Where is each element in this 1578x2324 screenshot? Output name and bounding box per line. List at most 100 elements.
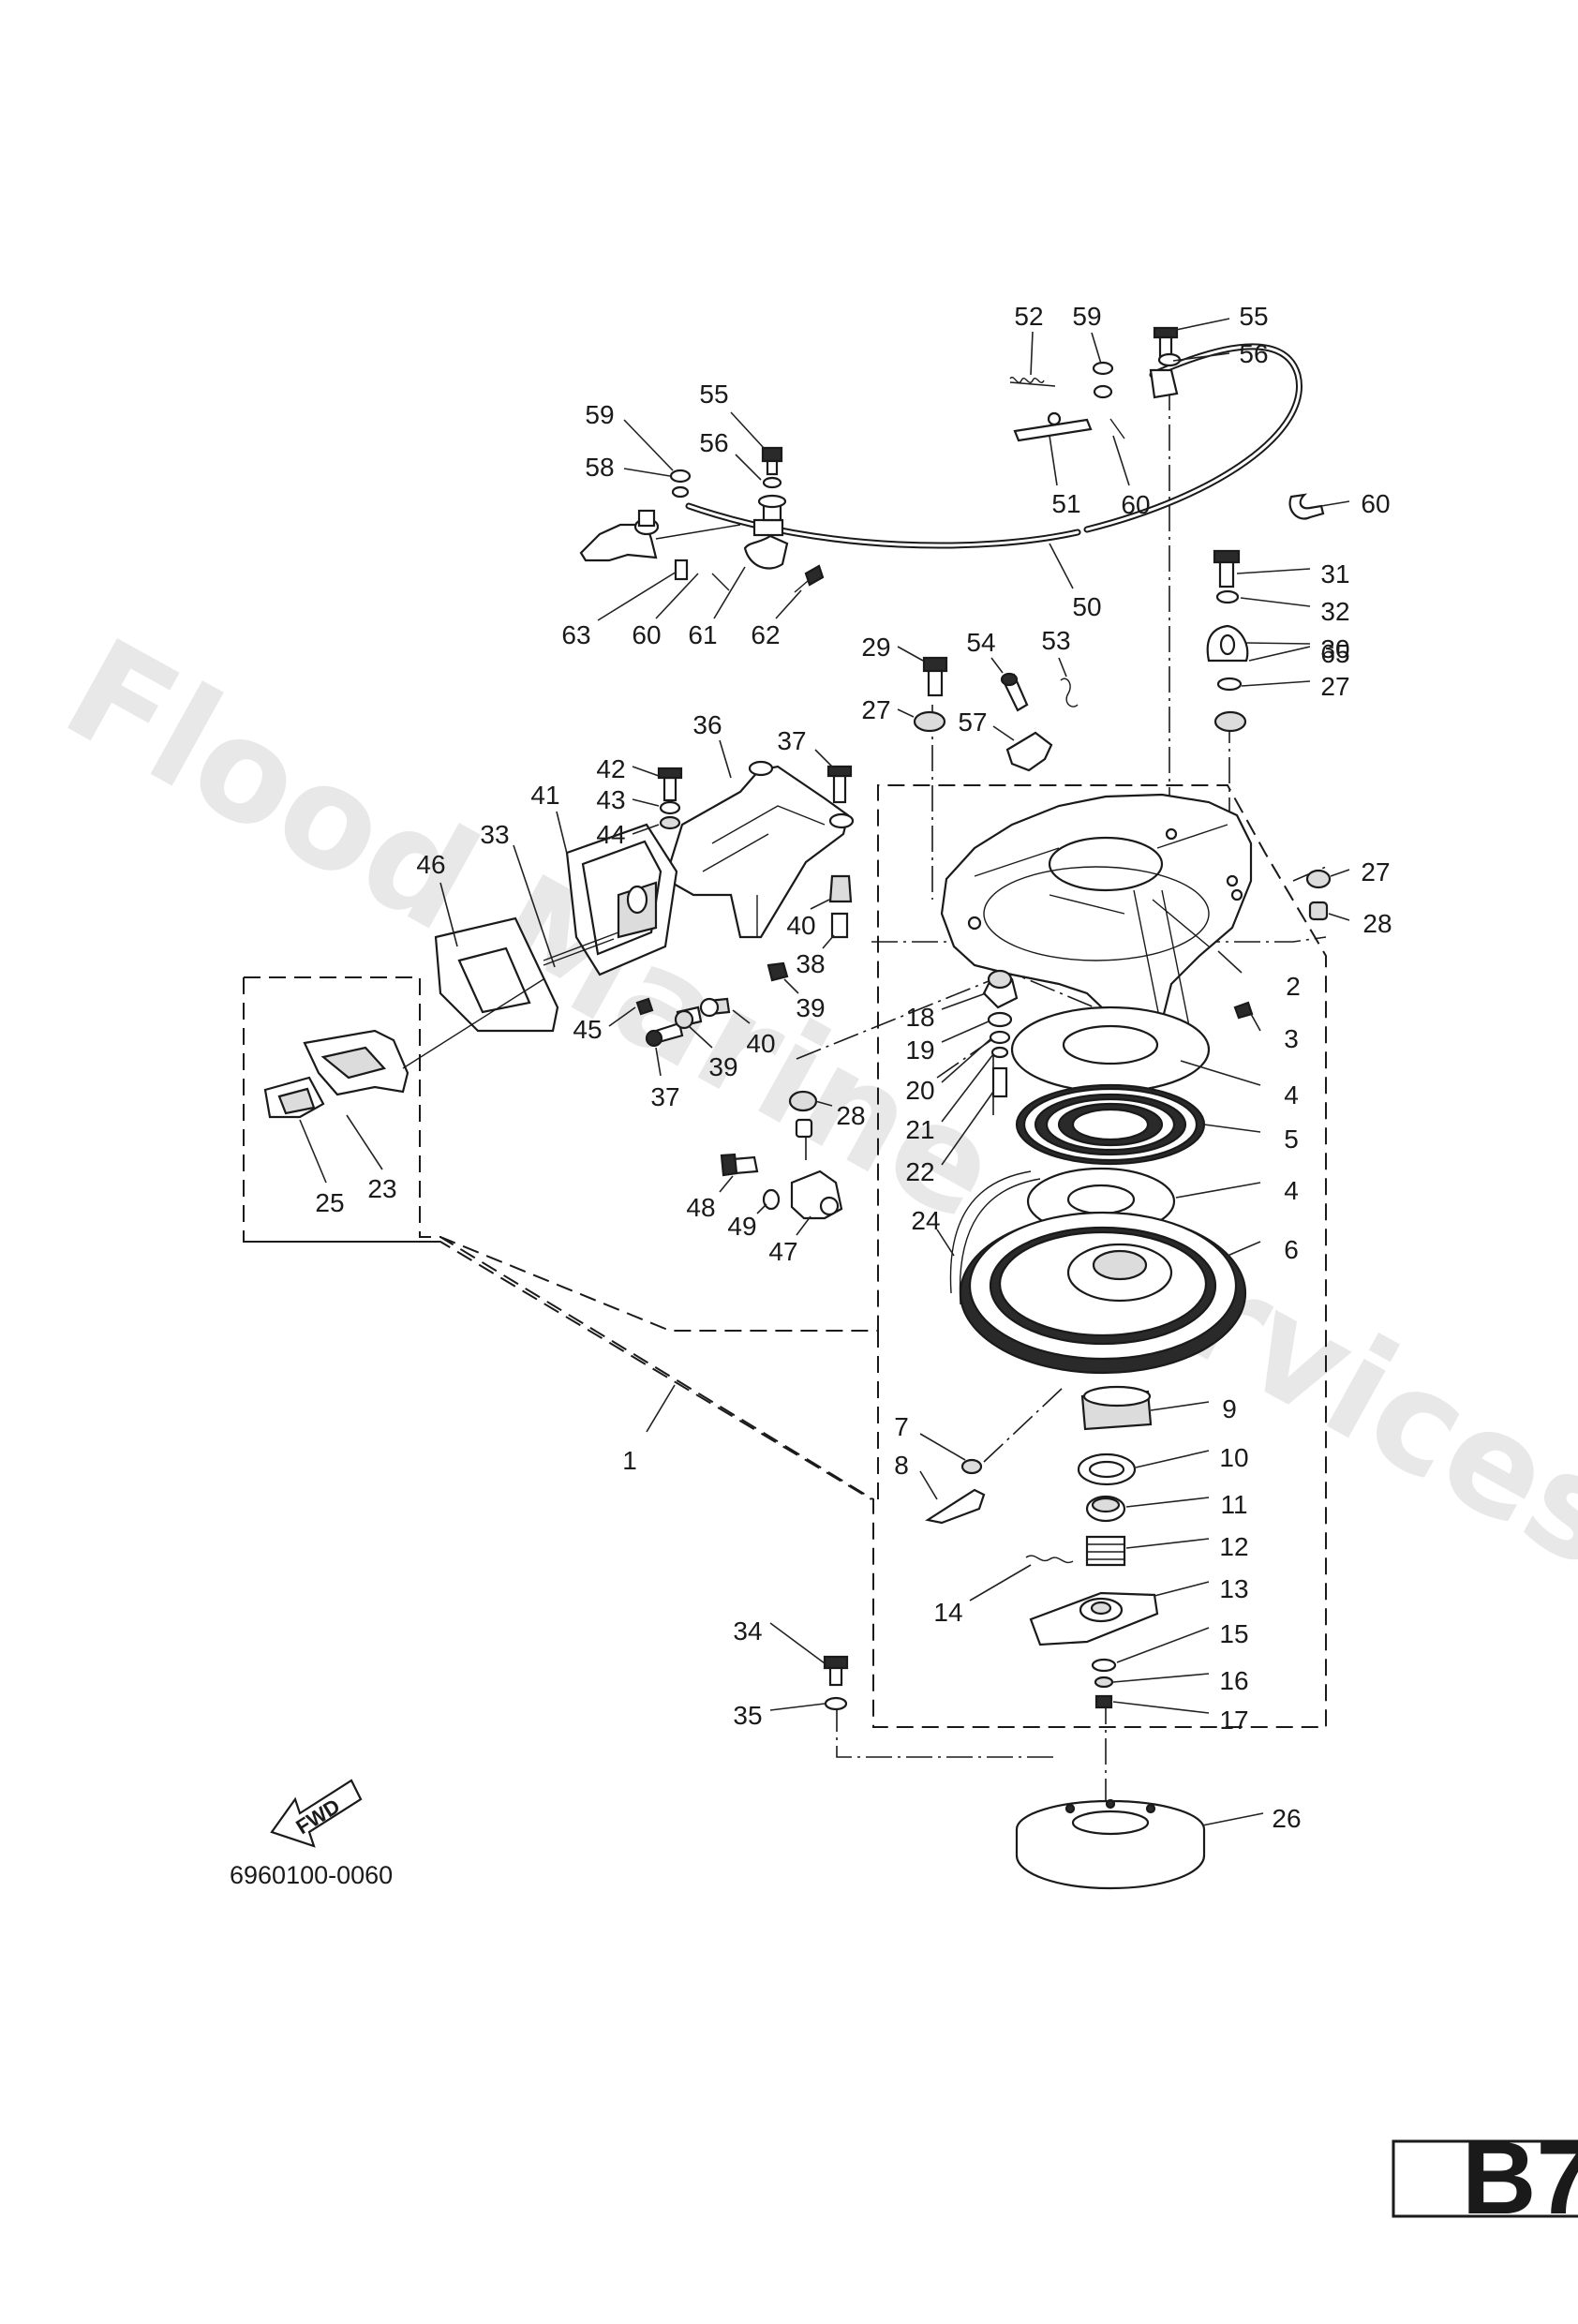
callout-number: 56 bbox=[699, 428, 728, 457]
center-top-small-parts bbox=[922, 656, 1079, 772]
callout-leader bbox=[1203, 1124, 1261, 1133]
callout-leader bbox=[941, 1020, 990, 1043]
callout-number: 34 bbox=[733, 1616, 762, 1646]
callout-number: 52 bbox=[1014, 302, 1043, 331]
callout-leader bbox=[632, 798, 660, 807]
callout-number: 42 bbox=[596, 754, 625, 783]
callout-number: 28 bbox=[1362, 909, 1392, 938]
callout-number: 50 bbox=[1072, 592, 1101, 621]
callout-number: 2 bbox=[1286, 972, 1301, 1001]
callout-leader bbox=[1217, 950, 1243, 974]
callout-number: 60 bbox=[1361, 489, 1390, 518]
callout-leader bbox=[1125, 1497, 1210, 1508]
callout-leader bbox=[732, 1009, 751, 1024]
callout-leader bbox=[1125, 1538, 1210, 1549]
callout-leader bbox=[941, 1037, 992, 1083]
forward-arrow-icon: FWD bbox=[270, 1779, 363, 1848]
callout-leader bbox=[897, 646, 924, 662]
callout-leader bbox=[941, 1053, 994, 1123]
callout-number: 14 bbox=[933, 1598, 962, 1627]
callout-leader bbox=[1248, 646, 1311, 662]
callout-leader bbox=[936, 1229, 955, 1257]
callout-number: 60 bbox=[1121, 490, 1150, 519]
throttle-cable bbox=[685, 343, 1303, 549]
left-fasteners bbox=[635, 997, 843, 1220]
callout-leader bbox=[796, 1215, 811, 1236]
callout-number: 37 bbox=[777, 726, 806, 755]
callout-leader bbox=[1250, 1013, 1261, 1032]
callout-leader bbox=[655, 1047, 662, 1077]
callout-leader bbox=[1172, 352, 1230, 362]
callout-leader bbox=[439, 882, 458, 947]
callout-number: 16 bbox=[1219, 1666, 1248, 1695]
callout-leader bbox=[992, 725, 1015, 741]
callout-number: 63 bbox=[561, 620, 590, 649]
recoil-spring-stack bbox=[949, 969, 1247, 1375]
callout-leader bbox=[608, 1006, 636, 1027]
callout-leader bbox=[990, 657, 1004, 674]
callout-number: 59 bbox=[1072, 302, 1101, 331]
callout-number: 29 bbox=[861, 633, 890, 662]
callout-leader bbox=[632, 766, 660, 777]
callout-leader bbox=[810, 899, 830, 910]
upper-left-linkage bbox=[579, 446, 825, 593]
callout-number: 17 bbox=[1219, 1706, 1248, 1735]
callout-leader bbox=[897, 708, 915, 718]
callout-leader bbox=[735, 454, 762, 481]
callout-leader bbox=[1112, 1673, 1210, 1683]
callout-leader bbox=[1116, 1627, 1210, 1663]
callout-number: 55 bbox=[1239, 302, 1268, 331]
callout-number: 44 bbox=[596, 820, 625, 849]
callout-leader bbox=[941, 992, 987, 1010]
callout-leader bbox=[1227, 1241, 1261, 1257]
page-label: B7 bbox=[1462, 2121, 1578, 2236]
callout-leader bbox=[1030, 331, 1034, 376]
callout-leader bbox=[1154, 1581, 1210, 1597]
callout-leader bbox=[1236, 568, 1311, 574]
callout-leader bbox=[1112, 435, 1130, 486]
callout-leader bbox=[919, 1433, 966, 1461]
callout-number: 18 bbox=[905, 1003, 934, 1032]
callout-leader bbox=[1112, 1701, 1210, 1714]
callout-number: 22 bbox=[905, 1157, 934, 1186]
callout-leader bbox=[919, 1470, 938, 1500]
callout-number: 53 bbox=[1041, 626, 1070, 655]
handle-assembly bbox=[263, 823, 678, 1119]
callout-leader bbox=[646, 1384, 676, 1433]
callout-leader bbox=[1180, 1060, 1261, 1086]
callout-number: 33 bbox=[480, 820, 509, 849]
callout-leader bbox=[346, 1114, 383, 1170]
recoil-housing bbox=[940, 793, 1253, 1050]
callout-number: 9 bbox=[1222, 1394, 1237, 1423]
callout-number: 58 bbox=[585, 453, 614, 482]
callout-number: 48 bbox=[686, 1193, 715, 1222]
callout-number: 40 bbox=[786, 911, 815, 940]
callout-leader bbox=[775, 589, 802, 619]
callout-number: 41 bbox=[530, 781, 559, 810]
bracket-assembly bbox=[657, 760, 855, 982]
callout-leader bbox=[1320, 500, 1350, 507]
callout-leader bbox=[1241, 680, 1311, 687]
starter-cup bbox=[823, 1655, 1206, 1890]
callout-number: 6 bbox=[1284, 1235, 1299, 1264]
callout-number: 8 bbox=[894, 1451, 909, 1480]
callout-number: 46 bbox=[416, 850, 445, 879]
callout-leader bbox=[814, 1100, 833, 1107]
callout-number: 60 bbox=[632, 620, 661, 649]
callout-number: 62 bbox=[751, 620, 780, 649]
callout-number: 26 bbox=[1272, 1804, 1301, 1833]
callout-number: 11 bbox=[1220, 1490, 1247, 1519]
callout-number: 49 bbox=[727, 1212, 756, 1241]
callout-number: 4 bbox=[1284, 1176, 1299, 1205]
callout-number: 51 bbox=[1051, 489, 1080, 518]
callout-leader bbox=[769, 1622, 826, 1664]
callout-number: 24 bbox=[911, 1206, 940, 1235]
callout-number: 61 bbox=[688, 620, 717, 649]
callout-leader bbox=[719, 739, 732, 779]
callout-leader bbox=[632, 824, 660, 835]
callout-leader bbox=[756, 1203, 767, 1214]
callout-leader bbox=[719, 1175, 734, 1193]
callout-number: 20 bbox=[905, 1076, 934, 1105]
upper-right-linkage bbox=[1009, 326, 1325, 520]
callout-number: 35 bbox=[733, 1701, 762, 1730]
